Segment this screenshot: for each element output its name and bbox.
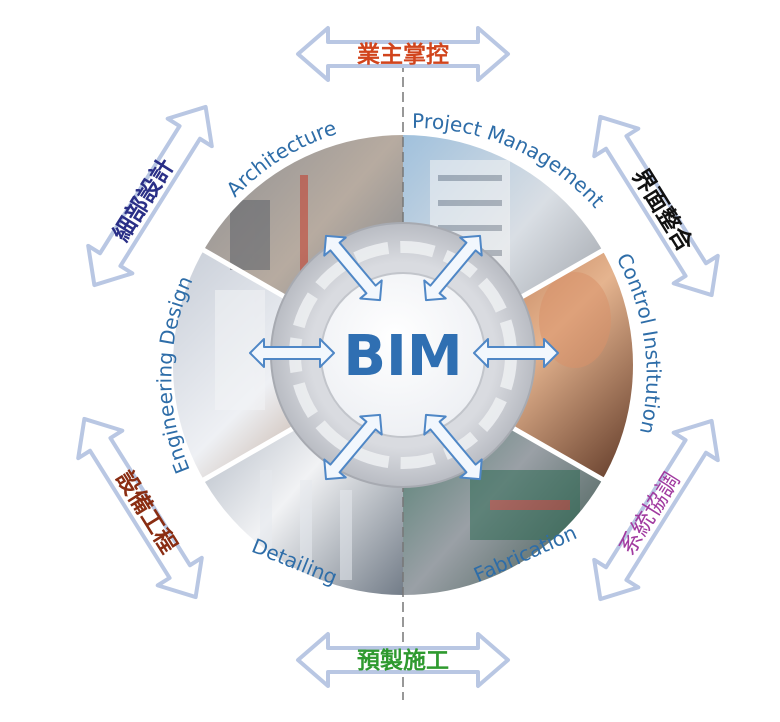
center-label: BIM — [343, 324, 462, 389]
label-system-coordination: 系統協調 — [615, 468, 686, 560]
label-prefabrication: 預製施工 — [357, 647, 449, 674]
label-interface-integration: 界面整合 — [627, 164, 699, 257]
label-owner-control: 業主掌控 — [356, 41, 449, 68]
